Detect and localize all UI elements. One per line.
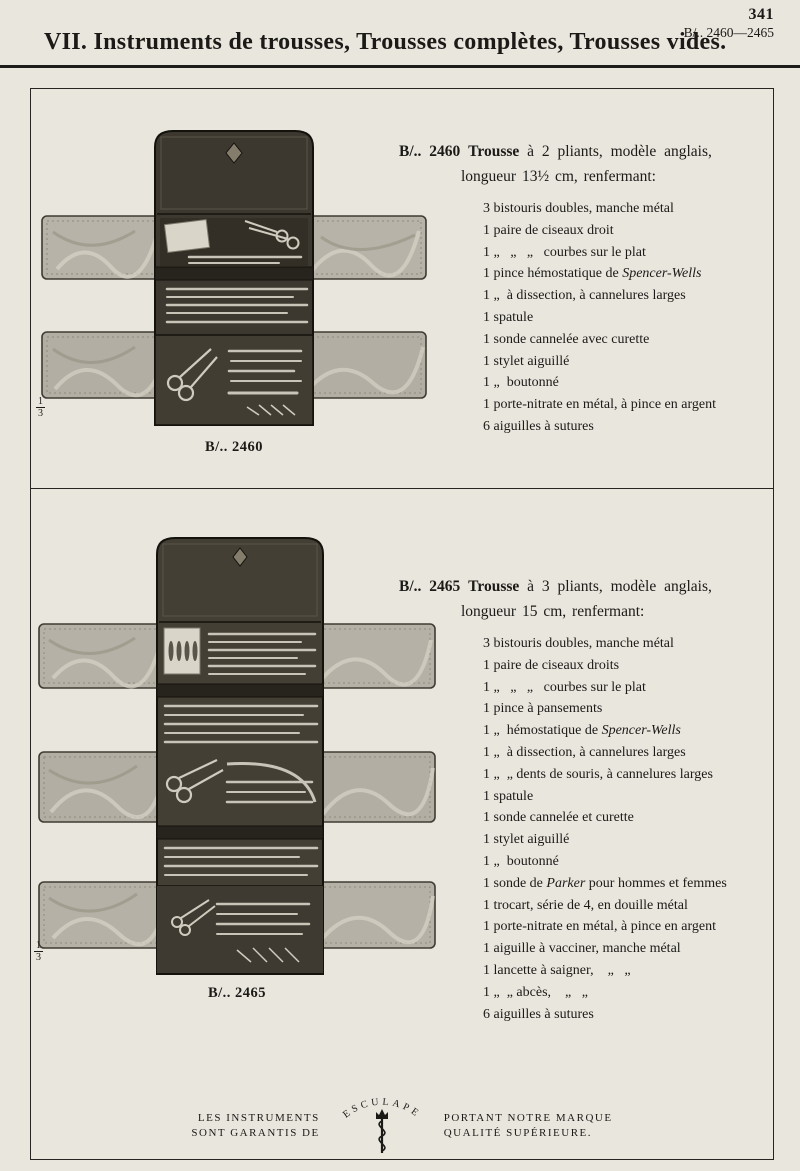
- instrument-item: 6 aiguilles à sutures: [483, 1006, 594, 1022]
- caduceus-icon: [375, 1109, 388, 1153]
- section-heading-line2: longueur 13½ cm, renfermant:: [461, 168, 656, 185]
- catalog-ref-range: B/.. 2460—2465: [683, 25, 774, 40]
- scale-denominator: 3: [36, 952, 41, 963]
- instrument-item: 1 „ „ „ courbes sur le plat: [483, 244, 646, 260]
- clasp-ornament: [225, 142, 243, 164]
- section-2465-description: B/.. 2465 Trousse à 3 pliants, modèle an…: [399, 576, 771, 1025]
- catalog-ref: B/.. 2465: [399, 578, 461, 595]
- esculape-logo: ESCULAPE: [341, 1097, 419, 1153]
- scale-numerator: 1: [38, 396, 43, 407]
- scale-numerator: 1: [36, 940, 41, 951]
- case-strap: [156, 683, 324, 698]
- instrument-item: 1 sonde de Parker pour hommes et femmes: [483, 875, 727, 891]
- instrument-item: 1 „ „ „ courbes sur le plat: [483, 679, 646, 695]
- instrument-item: 1 stylet aiguillé: [483, 353, 570, 369]
- content-frame: 1 3 B/.. 2460 B/.. 2460 Trousse à 2 plia…: [30, 88, 774, 1160]
- footer-left-line1: LES INSTRUMENTS: [197, 1112, 320, 1124]
- instrument-item: 1 „ hémostatique de Spencer-Wells: [483, 723, 681, 739]
- fraction-bar: [34, 951, 43, 952]
- product-desc: à 2 pliants, modèle anglais,: [527, 143, 712, 160]
- instrument-item: 1 „ boutonné: [483, 375, 559, 391]
- instrument-item: 1 trocart, série de 4, en douille métal: [483, 897, 688, 913]
- scissors-icon: [244, 220, 300, 250]
- instrument-list: 3 bistouris doubles, manche métal 1 paire…: [399, 633, 771, 1025]
- fraction-bar: [36, 407, 45, 408]
- instrument-item: 1 paire de ciseaux droits: [483, 657, 620, 673]
- trousse-2460-figure: [41, 130, 427, 426]
- instrument-item: 1 „ boutonné: [483, 853, 559, 869]
- case-body: [156, 537, 324, 975]
- case-strap: [156, 825, 324, 840]
- instrument-item: 1 „ „ abcès, „ „: [483, 984, 588, 1000]
- footer-right-line1: PORTANT NOTRE MARQUE: [443, 1112, 613, 1124]
- scale-fraction: 1 3: [34, 940, 43, 963]
- instrument-item: 1 „ à dissection, à cannelures larges: [483, 744, 686, 760]
- footer-guarantee: LES INSTRUMENTS SONT GARANTIS DE ESCULAP…: [31, 1075, 773, 1155]
- footer-left-line2: SONT GARANTIS DE: [191, 1127, 320, 1139]
- instrument-item: 1 porte-nitrate en métal, à pince en arg…: [483, 397, 716, 413]
- instrument-item: 1 spatule: [483, 788, 534, 804]
- section-divider: [31, 488, 773, 489]
- case-strap: [154, 266, 314, 281]
- curved-sound: [226, 761, 317, 803]
- product-name: Trousse: [468, 143, 520, 160]
- scissors-icon: [171, 899, 216, 936]
- instrument-item: 1 „ à dissection, à cannelures larges: [483, 288, 686, 304]
- suture-needles: [236, 947, 300, 963]
- instrument-item: 3 bistouris doubles, manche métal: [483, 201, 674, 216]
- section-heading: B/.. 2465 Trousse à 3 pliants, modèle an…: [399, 576, 771, 598]
- figure-caption-2465: B/.. 2465: [207, 985, 267, 1001]
- catalog-ref: B/.. 2460: [399, 143, 461, 160]
- section-heading-line2: longueur 15 cm, renfermant:: [461, 603, 645, 620]
- instrument-item: 1 stylet aiguillé: [483, 832, 570, 848]
- instrument-item: 1 pince hémostatique de Spencer-Wells: [483, 266, 702, 282]
- instrument-item: 3 bistouris doubles, manche métal: [483, 636, 674, 651]
- section-heading: B/.. 2460 Trousse à 2 pliants, modèle an…: [399, 141, 771, 163]
- trousse-2465-figure: [38, 537, 436, 975]
- footer-right-line2: QUALITÉ SUPÉRIEURE.: [443, 1127, 593, 1139]
- instrument-item: 1 paire de ciseaux droit: [483, 222, 614, 238]
- page-number: 341: [748, 6, 774, 23]
- instrument-item: 1 aiguille à vacciner, manche métal: [483, 941, 681, 957]
- section-2460-description: B/.. 2460 Trousse à 2 pliants, modèle an…: [399, 141, 771, 438]
- instrument-item: 1 porte-nitrate en métal, à pince en arg…: [483, 919, 716, 935]
- instrument-list: 3 bistouris doubles, manche métal 1 paire…: [399, 198, 771, 438]
- page-title: VII. Instruments de trousses, Trousses c…: [44, 29, 727, 55]
- instrument-item: 1 sonde cannelée et curette: [483, 810, 634, 826]
- suture-needles: [246, 404, 296, 416]
- instrument-item: 6 aiguilles à sutures: [483, 418, 594, 434]
- product-desc: à 3 pliants, modèle anglais,: [527, 578, 712, 595]
- scissors-icon: [165, 759, 224, 804]
- instrument-item: 1 sonde cannelée avec curette: [483, 331, 650, 347]
- instrument-item: 1 lancette à saigner, „ „: [483, 962, 631, 978]
- scissors-icon: [166, 348, 218, 402]
- figure-caption-2460: B/.. 2460: [204, 439, 264, 455]
- footer-left-text: LES INSTRUMENTS SONT GARANTIS DE: [191, 1111, 319, 1155]
- clasp-ornament: [232, 547, 248, 567]
- scale-fraction: 1 3: [36, 396, 45, 419]
- product-name: Trousse: [468, 578, 520, 595]
- instrument-item: 1 „ „ dents de souris, à cannelures larg…: [483, 766, 713, 782]
- instrument-item: 1 pince à pansements: [483, 701, 603, 717]
- title-rule: [0, 65, 800, 68]
- scale-denominator: 3: [38, 408, 43, 419]
- case-body: [154, 130, 314, 426]
- instrument-item: 1 spatule: [483, 309, 534, 325]
- footer-right-text: PORTANT NOTRE MARQUE QUALITÉ SUPÉRIEURE.: [444, 1111, 613, 1155]
- folded-paper: [163, 218, 211, 254]
